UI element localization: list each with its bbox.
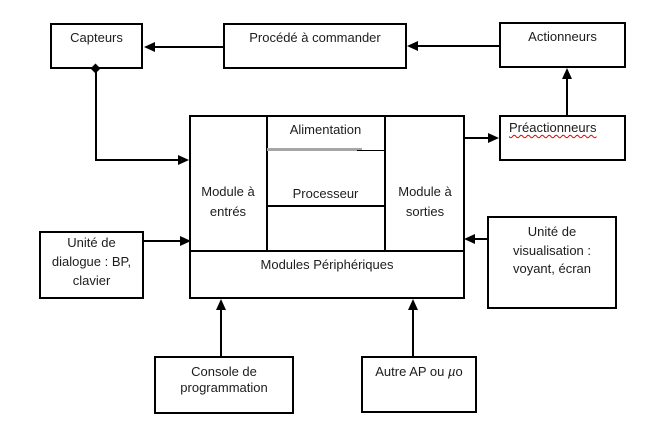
arrow-preactionneurs-to-actionneurs-head [562, 68, 572, 79]
arrow-console-to-peripheriques-line [220, 309, 222, 356]
preactionneurs-label: Préactionneurs [509, 120, 597, 135]
automate-outer-box [189, 115, 465, 299]
box-capteurs: Capteurs [50, 23, 143, 69]
processeur-bottom-divider [266, 205, 386, 207]
connector-capteurs-horizontal-line [95, 159, 179, 161]
autre-ap-suffix: o [455, 364, 463, 379]
automate-module-sorties-label: Module à sorties [387, 182, 463, 222]
box-console-programmation: Console de programmation [154, 356, 294, 414]
console-line2: programmation [180, 380, 268, 395]
unite-dialogue-line3: clavier [72, 273, 111, 288]
box-preactionneurs: Préactionneurs [499, 115, 626, 161]
arrow-procede-to-capteurs-head [144, 42, 155, 52]
module-sorties-line1: Module à [398, 184, 452, 199]
box-autre-ap: Autre AP ou µo [361, 356, 477, 413]
autre-ap-prefix: Autre AP ou [375, 364, 449, 379]
arrow-dialogue-to-entrees-head [180, 236, 191, 246]
arrow-autreap-to-peripheriques-line [412, 309, 414, 356]
arrow-autreap-to-peripheriques-head [408, 299, 418, 310]
automate-processeur-label: Processeur [292, 186, 359, 201]
box-unite-visualisation: Unité de visualisation : voyant, écran [487, 216, 617, 309]
automate-modules-peripheriques-label: Modules Périphériques [260, 257, 394, 272]
module-sorties-line2: sorties [405, 204, 445, 219]
automate-module-entrees-label: Module à entrés [191, 182, 265, 222]
box-unite-dialogue: Unité de dialogue : BP, clavier [39, 231, 144, 299]
connector-capteurs-vertical-line [95, 68, 97, 161]
arrow-console-to-peripheriques-head [216, 299, 226, 310]
box-procede-a-commander: Procédé à commander [223, 23, 407, 69]
module-entrees-line1: Module à [201, 184, 255, 199]
autre-ap-mu: µ [448, 364, 456, 379]
arrow-actionneurs-to-procede-line [417, 45, 499, 47]
console-line1: Console de [191, 364, 257, 379]
unite-visualisation-line3: voyant, écran [512, 261, 592, 276]
module-entrees-line2: entrés [209, 204, 247, 219]
unite-dialogue-line1: Unité de [67, 235, 116, 250]
box-actionneurs: Actionneurs [499, 22, 626, 68]
automate-divider-right-column [384, 115, 386, 252]
alimentation-black-divider [357, 150, 385, 151]
unite-dialogue-line2: dialogue : BP, [51, 254, 132, 269]
automate-divider-peripheriques [189, 250, 465, 252]
arrow-actionneurs-to-procede-head [407, 41, 418, 51]
arrow-visualisation-to-sorties-line [474, 238, 487, 240]
automate-divider-left-column [266, 115, 268, 252]
automate-alimentation-label: Alimentation [289, 122, 362, 137]
arrow-procede-to-capteurs-line [154, 46, 223, 48]
arrow-visualisation-to-sorties-head [464, 234, 475, 244]
arrow-preactionneurs-to-actionneurs-line [566, 78, 568, 115]
arrow-dialogue-to-entrees-line [144, 240, 181, 242]
arrow-capteurs-to-entrees-head [178, 155, 189, 165]
arrow-sorties-to-preactionneurs-line [464, 137, 489, 139]
alimentation-gray-divider [267, 148, 362, 151]
arrow-sorties-to-preactionneurs-head [488, 133, 499, 143]
unite-visualisation-line1: Unité de [527, 224, 577, 239]
unite-visualisation-line2: visualisation : [512, 242, 592, 258]
